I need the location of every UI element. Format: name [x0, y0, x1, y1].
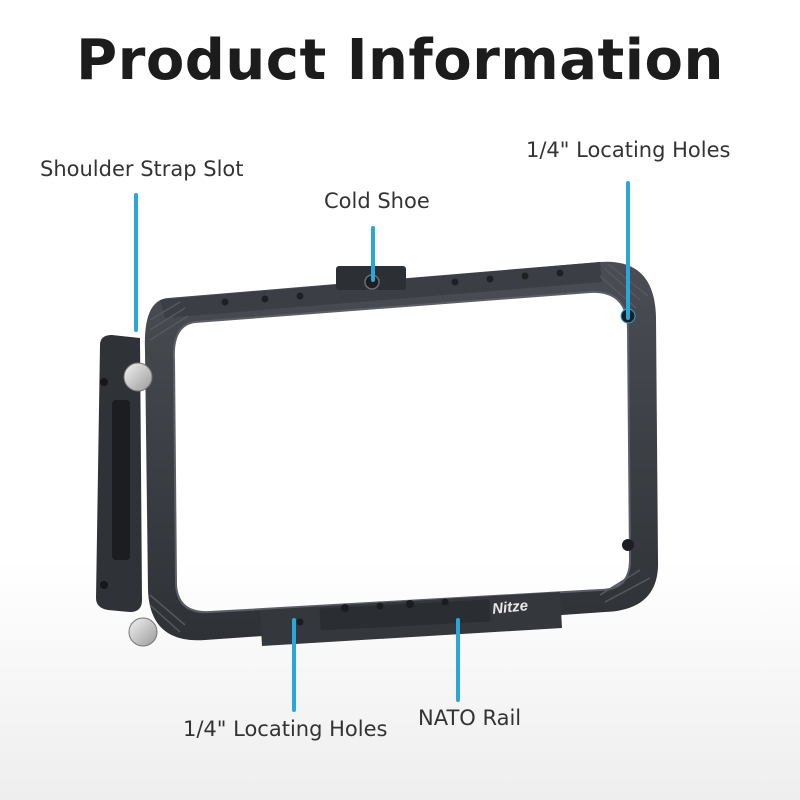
brand-logo: Nitze	[491, 597, 528, 618]
top-rail-holes	[221, 269, 564, 306]
callout-lines	[134, 181, 630, 712]
shoulder-strap-slot-label: Shoulder Strap Slot	[40, 157, 244, 181]
cage-frame	[144, 261, 659, 641]
nato-rail-label: NATO Rail	[418, 706, 522, 730]
locating-holes-top-label: 1/4" Locating Holes	[526, 138, 731, 162]
cage-inner-edge	[172, 290, 632, 614]
locating-holes-bottom-label: 1/4" Locating Holes	[183, 717, 388, 741]
thumb-screw-bottom	[128, 617, 158, 647]
side-hole-top	[100, 378, 108, 386]
page-title: Product Information	[76, 28, 724, 93]
nato-rail	[319, 599, 491, 631]
cold-shoe-label: Cold Shoe	[324, 189, 430, 213]
bottom-rail-holes	[296, 598, 449, 626]
thumb-screw-top	[123, 362, 153, 392]
right-locating-hole-bottom	[622, 539, 634, 551]
side-hole-bottom	[100, 581, 108, 589]
strap-slot-opening	[112, 400, 130, 560]
